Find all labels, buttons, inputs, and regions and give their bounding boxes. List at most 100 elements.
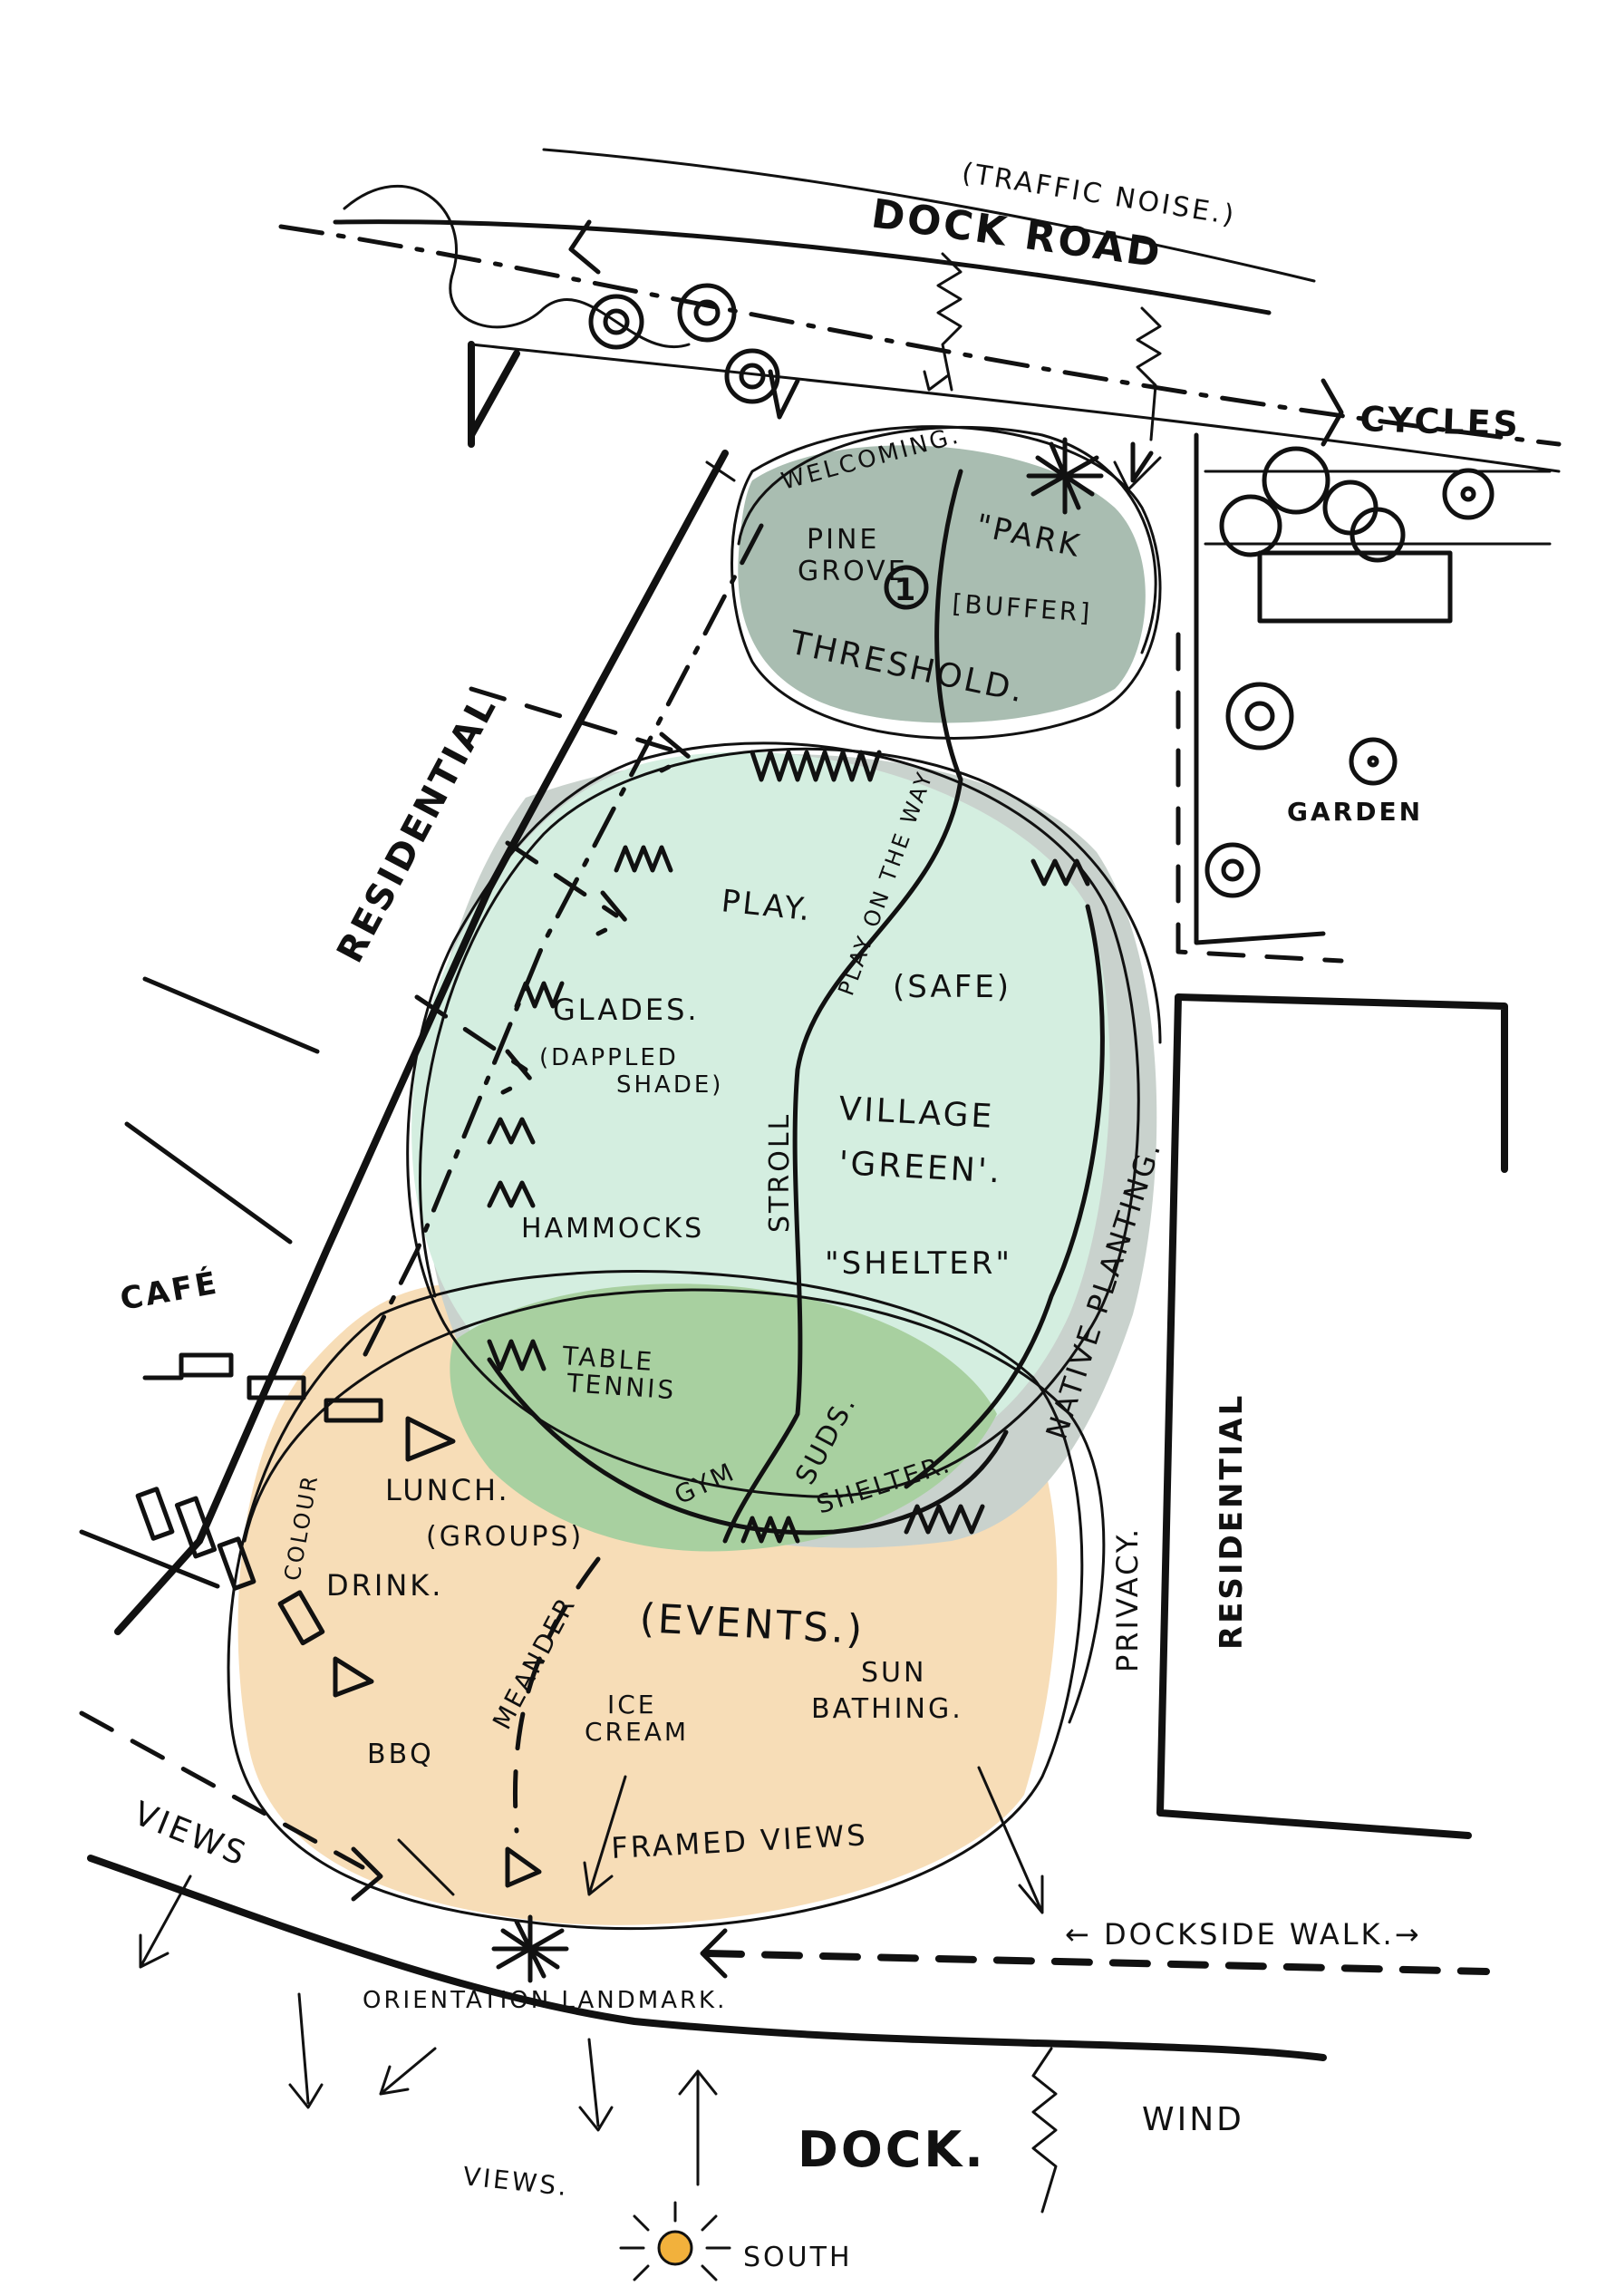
residential-arrow-icon	[469, 686, 692, 773]
framed-views-arrow-icon	[397, 1838, 455, 1896]
shelter-curve	[487, 1357, 1009, 1536]
residential-arrow-icon	[505, 840, 628, 936]
zone-marker: 1	[884, 565, 929, 610]
triangle-seat-icon	[405, 1416, 456, 1462]
arrows	[139, 219, 1344, 2186]
bench-icon	[324, 1398, 383, 1423]
arrow-down-icon	[768, 369, 800, 420]
pine-grove-label-1: PINE	[807, 524, 879, 556]
cycles-arrow-icon	[1321, 378, 1344, 447]
pine-grove-label-2: GROVE	[798, 556, 908, 587]
zigzag-icon	[740, 1516, 800, 1544]
dock-road-centreline	[278, 224, 1562, 447]
noise-squiggles	[923, 252, 1162, 2214]
sun-icon	[657, 2230, 693, 2266]
residential-arrow-icon	[705, 460, 736, 482]
dappled-shade-label-1: (DAPPLED	[539, 1044, 679, 1071]
dockside-walk-label: ← DOCKSIDE WALK.→	[1065, 1917, 1422, 1952]
lunch-label: LUNCH.	[385, 1473, 510, 1507]
hedge-scribble-icon	[343, 184, 691, 348]
residential-arrow-icon	[414, 994, 533, 1095]
sun-arrow-icon	[678, 2069, 718, 2186]
village-outline-2	[419, 747, 1162, 1298]
cycles-label: CYCLES	[1359, 399, 1522, 444]
zigzag-icon	[514, 981, 565, 1009]
site-boundaries	[79, 148, 1562, 2061]
zone-marker-circle	[884, 565, 929, 610]
sun-bathing-label-2: BATHING.	[811, 1693, 963, 1725]
threshold-zone	[738, 445, 1146, 723]
zone-marker-label: 1	[895, 572, 919, 608]
star-landmark-icon	[1026, 437, 1104, 515]
cafe-furniture	[135, 1352, 542, 1888]
views-left-label: VIEWS	[129, 1795, 253, 1874]
landmark-arrow-icon	[351, 1846, 383, 1902]
framed-views-arrow-icon	[977, 1766, 1044, 1914]
glades-label: GLADES.	[553, 993, 700, 1027]
noise-squiggle-icon	[1113, 306, 1162, 491]
hammocks-label: HAMMOCKS	[521, 1213, 704, 1245]
views-arrow-icon	[288, 1992, 324, 2109]
zigzag-icon	[750, 750, 882, 782]
trees	[343, 184, 1495, 898]
entry-arrow-icon	[1130, 441, 1154, 483]
framed-views-arrow-icon	[583, 1775, 627, 1896]
planting-zigzags	[487, 750, 1090, 1544]
garden-label: GARDEN	[1287, 797, 1423, 827]
right-residential-boundary	[1156, 993, 1508, 1839]
triangle-seat-icon	[333, 1656, 374, 1698]
dockside-walk-line	[703, 1950, 1490, 1975]
dock-label: DOCK.	[798, 2121, 986, 2178]
views-arrow-icon	[139, 1875, 192, 1969]
residential-right-label: RESIDENTIAL	[1214, 1393, 1250, 1650]
groups-label: (GROUPS)	[426, 1521, 584, 1553]
sun-bathing-label-1: SUN	[861, 1657, 926, 1689]
bench-icon	[174, 1496, 218, 1559]
triangle-seat-icon	[505, 1846, 542, 1888]
native-planting-edge	[904, 904, 1105, 1489]
privacy-label: PRIVACY.	[1110, 1526, 1145, 1672]
stroll-label: STROLL	[764, 1112, 796, 1233]
south-label: SOUTH	[743, 2242, 853, 2273]
bench-icon	[277, 1590, 325, 1646]
views-bottom-label: VIEWS.	[461, 2161, 570, 2202]
zone-outlines	[227, 425, 1162, 1931]
left-plot-line-1	[142, 976, 320, 1054]
threshold-outline	[730, 425, 1162, 740]
shelter-label: "SHELTER"	[825, 1245, 1012, 1282]
overlap-zone	[450, 1284, 997, 1552]
bench-icon	[179, 1352, 234, 1378]
views-arrow-icon	[379, 2047, 437, 2096]
zigzag-icon	[487, 1117, 536, 1145]
table-tennis-label-1: TABLE	[561, 1341, 656, 1377]
entry-arrow-icon	[568, 219, 601, 275]
circulation	[487, 469, 1105, 1834]
dockside-edge-1	[87, 1855, 1327, 2061]
views-arrow-icon	[578, 2038, 614, 2132]
bench-icon	[247, 1375, 306, 1400]
dock-road-edge-bottom	[469, 343, 1561, 473]
left-plot-line-3	[79, 1529, 220, 1589]
events-outline-2	[243, 1288, 1106, 1724]
zigzag-icon	[1030, 858, 1090, 886]
star-landmark-icon	[491, 1914, 569, 1983]
wind-squiggle-icon	[1031, 2047, 1058, 2214]
garden-boundary-dashed	[1175, 632, 1344, 964]
views-dash-line	[79, 1710, 365, 1870]
sun-rays-icon	[619, 2201, 731, 2281]
zigzag-icon	[614, 845, 673, 873]
cycle-path-line	[1204, 470, 1552, 546]
dock-road-edge-top	[333, 219, 1272, 315]
stroll-path	[722, 469, 963, 1544]
bench-icon	[135, 1487, 175, 1541]
cycle-shelter	[1257, 550, 1453, 624]
dappled-shade-label-2: SHADE)	[616, 1071, 723, 1099]
safe-label: (SAFE)	[893, 969, 1011, 1005]
sun-symbol	[619, 2201, 731, 2281]
dock-road-edge-top-2	[542, 148, 1316, 283]
tree-icon	[588, 283, 1495, 898]
zigzag-icon	[487, 1339, 547, 1371]
drink-label: DRINK.	[326, 1568, 443, 1603]
bench-icon	[217, 1536, 256, 1591]
